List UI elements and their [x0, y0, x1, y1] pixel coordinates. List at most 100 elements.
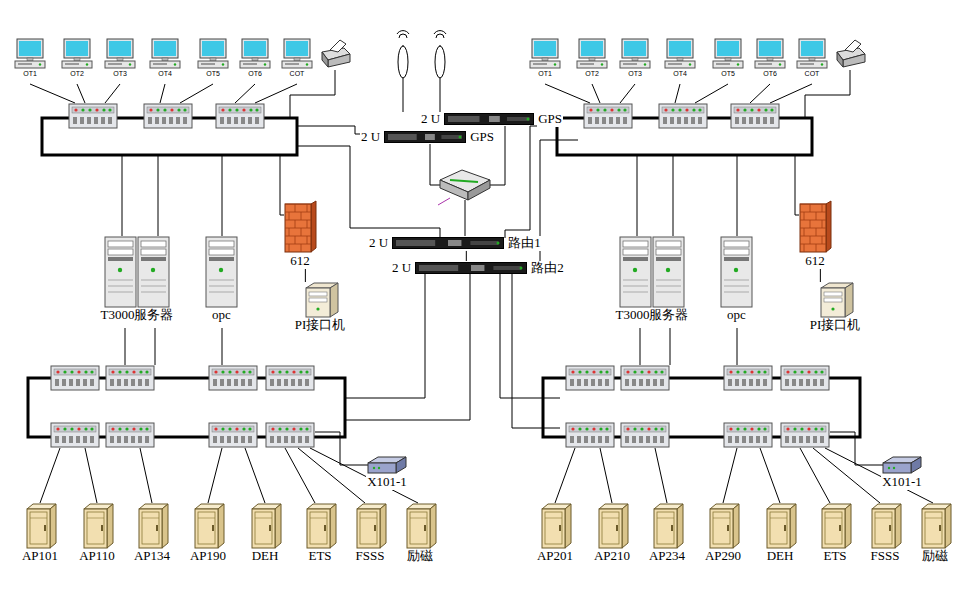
firewall-icon-part	[816, 228, 817, 236]
device-node: COT	[795, 38, 829, 78]
cabinet-icon-part	[845, 504, 851, 548]
server-icon-part	[205, 236, 238, 308]
pc-icon-part	[532, 39, 558, 58]
antenna	[397, 31, 446, 38]
device-label: opc	[211, 308, 232, 323]
pc-icon	[618, 38, 652, 70]
firewall-icon	[798, 200, 832, 254]
cabinet-icon-part	[410, 512, 427, 544]
firewall-icon-part	[822, 220, 823, 228]
rack-icon-part	[384, 131, 466, 143]
cabinet-icon	[868, 503, 902, 549]
device-label: AP201	[536, 549, 574, 564]
cabinet-icon-part	[255, 518, 272, 519]
pc-icon-part	[66, 41, 88, 56]
pc-icon	[148, 38, 182, 70]
cabinet-icon-part	[872, 509, 895, 548]
server-icon-part	[724, 249, 749, 255]
wire	[40, 448, 60, 503]
pc-icon-part	[286, 41, 308, 56]
cabinet-icon-part	[162, 504, 168, 548]
device-label: AP190	[189, 549, 227, 564]
wire	[310, 448, 418, 503]
uplink-wire	[465, 200, 466, 236]
firewall-icon-part	[307, 204, 308, 212]
server2-icon-part	[105, 237, 136, 307]
cabinet-icon	[818, 503, 852, 549]
cabinet-icon-part	[30, 518, 47, 519]
firewall-icon-part	[289, 244, 290, 252]
network-switch	[266, 366, 314, 390]
server2-icon-part	[141, 292, 166, 293]
smallsw-icon-part	[911, 457, 921, 473]
antenna	[398, 46, 408, 78]
pc-icon	[795, 38, 829, 70]
cabinet-icon-part	[602, 512, 619, 544]
antenna	[435, 46, 445, 78]
cabinet-icon-part	[248, 503, 282, 549]
firewall-icon-part	[285, 204, 311, 252]
device-label: 励磁	[921, 549, 949, 564]
server2-icon-part	[118, 268, 122, 272]
device-node: OT4	[148, 38, 182, 78]
cabinet-icon	[706, 503, 740, 549]
pc-icon-part	[665, 61, 695, 68]
pc-icon-part	[644, 63, 646, 65]
firewall-icon	[283, 200, 317, 254]
server2-icon-part	[656, 286, 681, 287]
server2-icon-part	[656, 280, 681, 281]
rack-icon-part	[416, 263, 527, 274]
pc-icon-part	[667, 39, 693, 58]
pc-icon-part	[530, 61, 560, 68]
pc-icon-part	[821, 63, 823, 65]
server2-icon-part	[141, 286, 166, 287]
rack-icon-part	[396, 240, 435, 246]
pc-icon-part	[200, 39, 226, 58]
device-label: OT3	[112, 70, 128, 78]
cabinet-icon-part	[895, 504, 901, 548]
server-icon-part	[209, 257, 234, 261]
core-router	[438, 198, 450, 205]
pc-icon-part	[243, 63, 257, 65]
server2-icon-part	[623, 257, 648, 261]
cabinet-icon-part	[616, 525, 618, 531]
server2-icon-part	[104, 236, 170, 308]
network-switch	[51, 423, 99, 447]
rack-icon-part	[471, 241, 499, 245]
core-router	[440, 180, 468, 200]
cabinet-icon-part	[825, 518, 842, 519]
server2-icon-part	[108, 280, 133, 281]
server2-icon-part	[656, 292, 681, 293]
pc-icon-part	[107, 39, 133, 58]
server-icon-part	[734, 268, 738, 272]
smallsw-icon-part	[373, 467, 375, 469]
cabinet-icon-part	[27, 509, 50, 548]
server2-icon-part	[108, 241, 133, 247]
uplink-wire	[512, 270, 560, 428]
pc-icon-part	[280, 38, 314, 70]
server-icon	[720, 236, 753, 308]
wire	[125, 328, 126, 365]
firewall-icon-part	[307, 236, 308, 244]
device-label: OT1	[22, 70, 38, 78]
cabinet-icon-part	[565, 504, 571, 548]
device-node: 612	[798, 200, 832, 269]
device-node: 2 UGPS	[360, 130, 495, 145]
network-switch	[51, 104, 314, 447]
cabinet-icon-part	[545, 518, 562, 519]
device-node: AP134	[133, 503, 171, 564]
server2-icon-part	[653, 237, 684, 307]
wire	[208, 448, 222, 503]
device-label: AP101	[21, 549, 59, 564]
server2-icon-part	[141, 280, 166, 281]
device-label: 2 U	[368, 236, 389, 251]
device-node: ETS	[303, 503, 337, 564]
smallsw-icon-part	[368, 463, 396, 473]
cabinet-icon-part	[767, 509, 790, 548]
network-switch	[209, 366, 257, 390]
device-label: AP134	[133, 549, 171, 564]
firewall-icon-part	[804, 244, 805, 252]
server2-icon-part	[151, 268, 155, 272]
cabinet-icon-part	[542, 509, 565, 548]
cabinet-icon	[650, 503, 684, 549]
